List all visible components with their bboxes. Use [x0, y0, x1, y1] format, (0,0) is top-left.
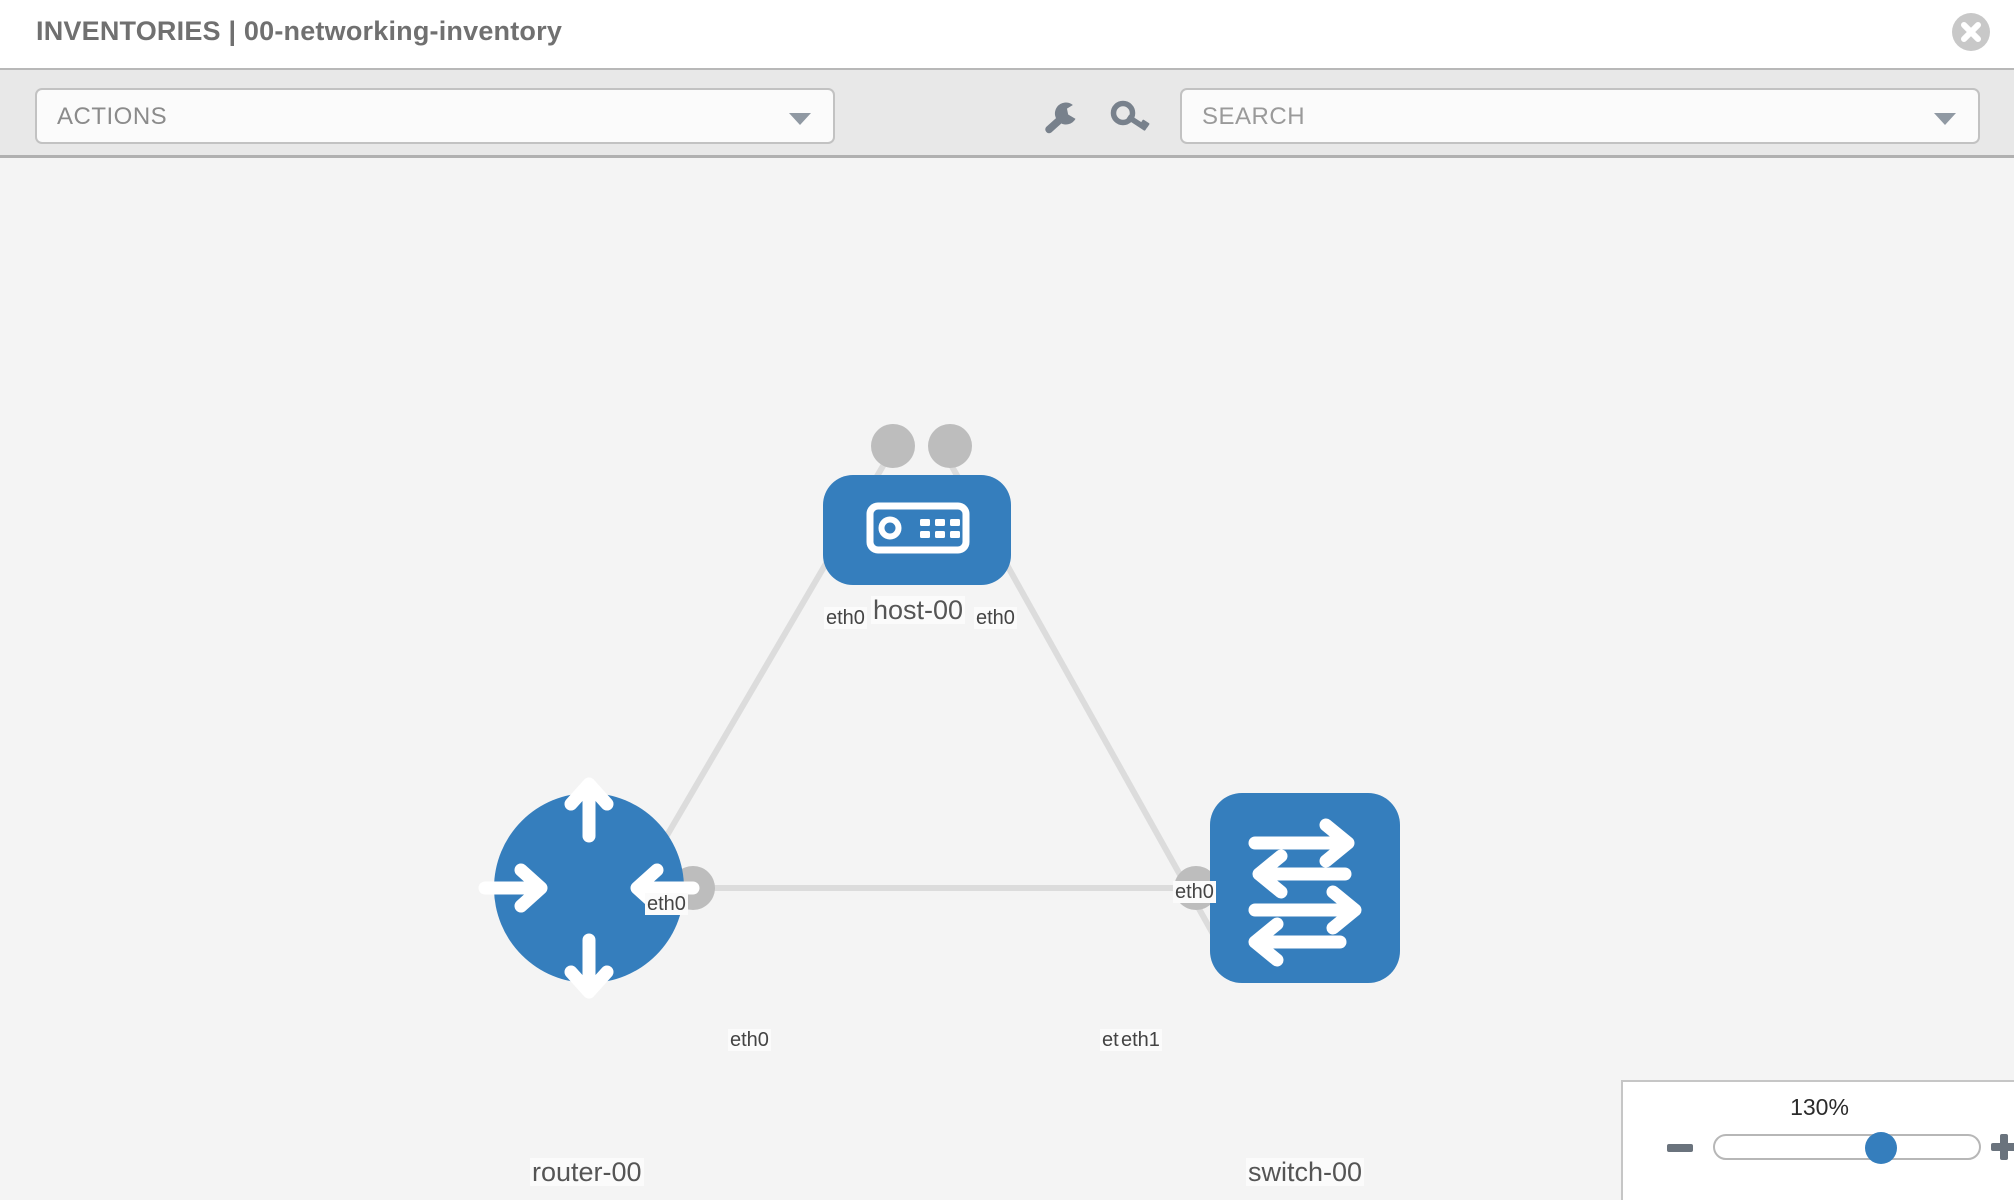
nub-host00-left	[871, 424, 915, 468]
actions-dropdown-label: ACTIONS	[57, 103, 168, 130]
page-header: INVENTORIES | 00-networking-inventory	[0, 0, 2014, 68]
chevron-down-icon	[1934, 113, 1956, 125]
toolbar: ACTIONS SEARCH	[0, 68, 2014, 158]
node-host-00[interactable]	[823, 475, 1011, 585]
node-label-switch-00: switch-00	[1246, 1157, 1365, 1187]
zoom-slider-thumb[interactable]	[1865, 1132, 1897, 1164]
server-appliance-icon	[866, 502, 970, 554]
page-title: INVENTORIES | 00-networking-inventory	[36, 16, 563, 46]
search-placeholder: SEARCH	[1202, 103, 1306, 130]
close-icon[interactable]	[1952, 13, 1990, 51]
node-router-00[interactable]	[478, 777, 700, 999]
iface-label-router00-eth0-lan: eth0	[728, 1029, 771, 1051]
node-switch-00[interactable]	[1210, 793, 1400, 983]
topology-graph	[478, 424, 1400, 999]
zoom-level-label: 130%	[1790, 1094, 1849, 1120]
chevron-down-icon	[789, 113, 811, 125]
zoom-control-panel: 130%	[1621, 1080, 2014, 1200]
node-label-host-00: host-00	[871, 595, 966, 625]
actions-dropdown[interactable]: ACTIONS	[35, 88, 835, 144]
zoom-slider-track[interactable]	[1713, 1134, 1981, 1160]
search-input[interactable]: SEARCH	[1180, 88, 1980, 144]
wrench-icon[interactable]	[1040, 100, 1082, 136]
iface-label-switch00-eth0-uplink: eth0	[1173, 881, 1216, 903]
iface-label-router00-eth0-uplink: eth0	[645, 893, 688, 915]
iface-label-switch00-eth1-lan: eth1	[1119, 1029, 1162, 1051]
node-label-router-00: router-00	[530, 1157, 644, 1187]
topology-canvas[interactable]: eth0 eth0 eth0 eth0 eth0 eth0 eth1 host-…	[0, 158, 2014, 1200]
key-icon[interactable]	[1110, 100, 1152, 136]
iface-label-host00-eth0-right: eth0	[974, 607, 1017, 629]
zoom-out-button[interactable]	[1667, 1144, 1693, 1152]
iface-label-host00-eth0-left: eth0	[824, 607, 867, 629]
zoom-in-button[interactable]	[1991, 1134, 2014, 1160]
nub-host00-right	[928, 424, 972, 468]
switch-arrows-icon	[1248, 818, 1362, 967]
